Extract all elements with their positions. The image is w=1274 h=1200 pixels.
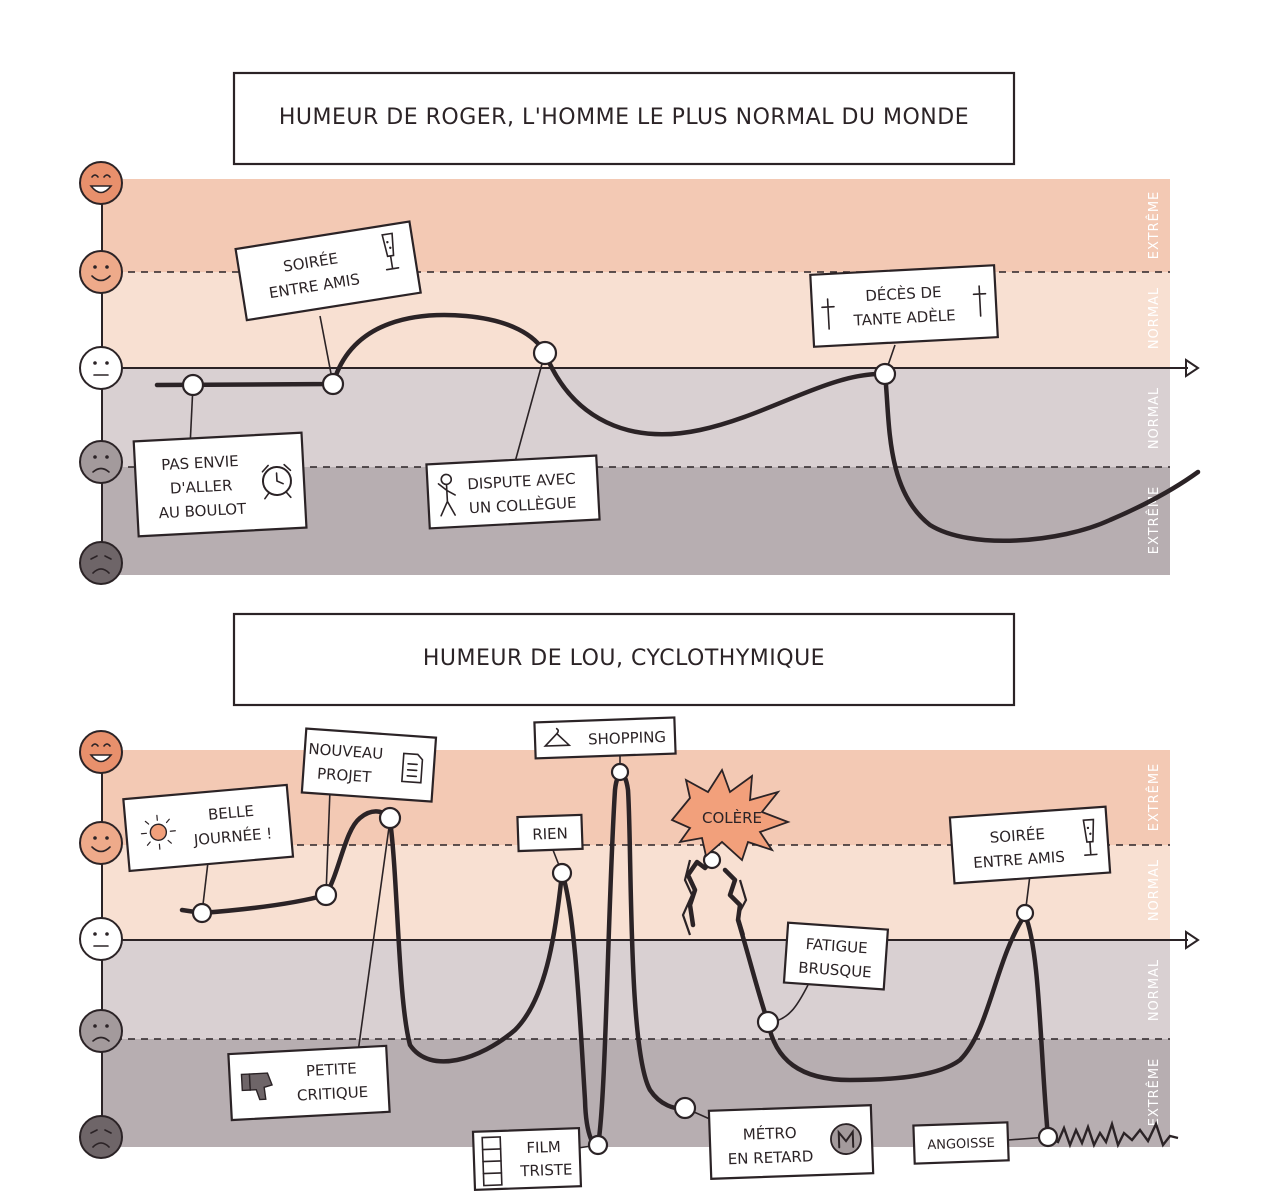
zone-label-normal-top: NORMAL <box>1147 859 1162 921</box>
lou-title: HUMEUR DE LOU, CYCLOTHYMIQUE <box>423 646 825 671</box>
leader-petite-critique <box>357 819 391 1053</box>
champagne-glass-icon <box>1082 818 1098 856</box>
lou-panel: HUMEUR DE LOU, CYCLOTHYMIQUE EXTRÊME NOR… <box>79 612 1200 1191</box>
fatigue-line-1: FATIGUE <box>805 935 868 957</box>
lou-anxiety-scribble <box>1047 1119 1179 1149</box>
node-metro <box>673 1096 697 1120</box>
hanger-icon <box>543 727 572 747</box>
annotation-colere: COLÈRE <box>670 767 791 862</box>
node-fatigue <box>756 1010 780 1034</box>
very-happy-face-icon <box>79 161 123 205</box>
zone-label-extreme-top: EXTRÊME <box>1146 763 1162 832</box>
node-soiree <box>321 372 345 396</box>
annotation-nouveau-projet: NOUVEAU PROJET <box>300 727 438 803</box>
metro-icon <box>830 1123 862 1155</box>
node-rien <box>551 862 573 884</box>
annotation-film-triste: FILM TRISTE <box>471 1127 583 1191</box>
colere-line-1: COLÈRE <box>702 808 762 827</box>
annotation-shopping: SHOPPING <box>533 716 677 760</box>
annotation-metro: MÉTRO EN RETARD <box>707 1104 875 1180</box>
cross-icon <box>972 285 987 317</box>
annotation-soiree2: SOIRÉE ENTRE AMIS <box>948 805 1112 885</box>
roger-mood-curve <box>154 312 1201 544</box>
zone-label-normal-top: NORMAL <box>1147 287 1162 349</box>
film-triste-line-2: TRISTE <box>519 1160 573 1180</box>
deces-line-1: DÉCÈS DE <box>865 282 942 305</box>
sad-face-icon <box>79 1009 123 1053</box>
leader-dispute <box>514 352 546 463</box>
node-dispute <box>532 340 558 366</box>
roger-title: HUMEUR DE ROGER, L'HOMME LE PLUS NORMAL … <box>279 105 969 130</box>
petite-critique-line-1: PETITE <box>306 1059 358 1080</box>
node-film-triste <box>587 1134 609 1156</box>
roger-x-axis-arrow <box>1185 358 1200 378</box>
leader-soiree <box>319 315 334 385</box>
node-petite-critique <box>378 806 402 830</box>
roger-title-box: HUMEUR DE ROGER, L'HOMME LE PLUS NORMAL … <box>232 71 1016 166</box>
cross-icon <box>821 298 835 330</box>
alarm-clock-icon <box>261 463 292 500</box>
node-deces <box>873 362 897 386</box>
champagne-glass-icon <box>381 232 400 271</box>
node-colere <box>702 850 722 870</box>
nouveau-projet-line-1: NOUVEAU <box>308 740 384 763</box>
very-happy-face-icon <box>79 730 123 774</box>
pas-envie-line-3: AU BOULOT <box>158 500 247 523</box>
zone-label-normal-bottom: NORMAL <box>1147 387 1162 449</box>
film-triste-line-1: FILM <box>526 1138 561 1157</box>
fatigue-line-2: BRUSQUE <box>798 958 873 981</box>
zone-label-normal-bottom: NORMAL <box>1147 959 1162 1021</box>
annotation-belle-journee: BELLE JOURNÉE ! <box>122 783 295 873</box>
stick-figure-icon <box>437 473 456 517</box>
dispute-line-1: DISPUTE AVEC <box>467 470 576 494</box>
annotation-petite-critique: PETITE CRITIQUE <box>227 1044 391 1122</box>
neutral-face-icon <box>79 917 123 961</box>
anger-burst-shape <box>670 767 791 862</box>
angoisse-line-1: ANGOISSE <box>927 1136 995 1153</box>
lou-anger-scribble <box>681 859 748 936</box>
node-belle-journee <box>191 902 213 924</box>
film-strip-icon <box>481 1136 503 1187</box>
node-angoisse <box>1037 1126 1059 1148</box>
roger-panel: HUMEUR DE ROGER, L'HOMME LE PLUS NORMAL … <box>79 71 1201 585</box>
sad-face-icon <box>79 440 123 484</box>
zone-label-extreme-top: EXTRÊME <box>1146 191 1162 260</box>
nouveau-projet-line-2: PROJET <box>316 764 372 786</box>
node-soiree2 <box>1015 903 1035 923</box>
annotation-fatigue: FATIGUE BRUSQUE <box>782 921 890 991</box>
metro-line-2: EN RETARD <box>727 1147 813 1168</box>
petite-critique-line-2: CRITIQUE <box>297 1083 369 1105</box>
annotation-deces: DÉCÈS DE TANTE ADÈLE <box>809 264 999 348</box>
annotation-dispute: DISPUTE AVEC UN COLLÈGUE <box>425 454 601 530</box>
shopping-line-1: SHOPPING <box>588 728 667 749</box>
very-sad-face-icon <box>79 1115 123 1159</box>
annotation-angoisse: ANGOISSE <box>912 1121 1010 1165</box>
pas-envie-line-1: PAS ENVIE <box>161 452 239 474</box>
thumbs-down-icon <box>240 1072 273 1101</box>
lou-title-box: HUMEUR DE LOU, CYCLOTHYMIQUE <box>232 612 1016 707</box>
happy-face-icon <box>79 821 123 865</box>
annotation-soiree: SOIRÉE ENTRE AMIS <box>234 220 422 322</box>
belle-journee-line-1: BELLE <box>207 802 254 824</box>
pas-envie-line-2: D'ALLER <box>169 476 232 497</box>
sun-icon <box>140 814 176 850</box>
annotation-pas-envie: PAS ENVIE D'ALLER AU BOULOT <box>132 431 308 538</box>
document-icon <box>401 752 424 784</box>
node-nouveau-projet <box>314 883 338 907</box>
zone-label-extreme-bottom: EXTRÊME <box>1146 1058 1162 1127</box>
lou-mood-curve-anger <box>685 857 1051 1140</box>
metro-line-1: MÉTRO <box>742 1123 796 1144</box>
lou-x-axis-arrow <box>1185 930 1200 950</box>
annotation-rien: RIEN <box>516 813 584 853</box>
neutral-face-icon <box>79 346 123 390</box>
rien-line-1: RIEN <box>532 824 568 843</box>
very-sad-face-icon <box>79 541 123 585</box>
leader-nouveau-projet <box>325 789 331 896</box>
node-pas-envie <box>181 373 205 397</box>
soiree2-line-1: SOIRÉE <box>989 824 1045 847</box>
node-shopping <box>610 762 630 782</box>
happy-face-icon <box>79 250 123 294</box>
